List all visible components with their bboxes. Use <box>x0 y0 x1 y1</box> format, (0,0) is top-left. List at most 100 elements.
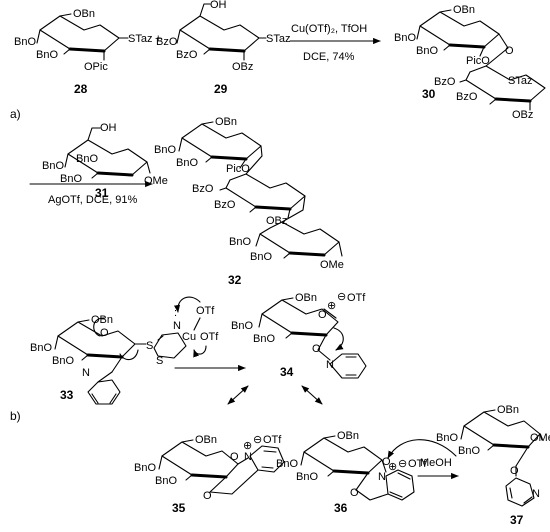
resonance-arrow <box>227 385 249 405</box>
bno-label: BnO <box>60 173 82 185</box>
ring-o-label: O <box>203 490 212 502</box>
compound-number-35: 35 <box>172 501 186 515</box>
oxocarbenium-o-label: O <box>318 309 327 321</box>
obz-label: OBz <box>232 61 253 73</box>
compound-number-37: 37 <box>510 513 524 527</box>
bno-label: BnO <box>36 49 58 61</box>
compound-34: OBn ⊖ OTf BnO BnO O ⊕ O N <box>231 291 367 379</box>
compound-36: OBn BnO BnO O N ⊕ ⊖ OTf O <box>276 430 457 501</box>
bzo-label: BzO <box>434 76 456 88</box>
pico-label: PicO <box>226 163 250 175</box>
bzo-label: BzO <box>156 36 178 48</box>
bno-label: BnO <box>155 475 177 487</box>
bno-label: BnO <box>30 342 52 354</box>
otf-label: OTf <box>347 292 366 304</box>
ring-o-label: O <box>510 465 519 477</box>
bno-label: BnO <box>154 144 176 156</box>
bno-label: BnO <box>42 160 64 172</box>
bno-label: BnO <box>253 333 275 345</box>
obn-label: OBn <box>453 4 475 16</box>
minus-charge: ⊖ <box>253 434 262 446</box>
ring-o-label: O <box>350 487 359 499</box>
pyridine-n-label: N <box>532 488 540 500</box>
ring-o-label: O <box>230 451 239 463</box>
bno-label: BnO <box>394 32 416 44</box>
compound-number-31: 31 <box>95 186 109 200</box>
otf-label: OTf <box>263 434 282 446</box>
ring-o-label: O <box>382 456 391 468</box>
obz-label: OBz <box>512 109 533 121</box>
oh-label: OH <box>100 122 117 134</box>
bno-label: BnO <box>229 236 251 248</box>
bno-label: BnO <box>76 153 98 165</box>
otf-label: OTf <box>200 331 219 343</box>
lone-pair: : <box>174 307 177 319</box>
compound-35: OBn ⊖ OTf BnO BnO O N ⊕ O <box>134 434 285 502</box>
resonance-arrow <box>301 385 323 405</box>
pyridine-n-label: N <box>82 367 90 379</box>
compound-number-36: 36 <box>334 501 348 515</box>
bno-label: BnO <box>436 432 458 444</box>
bno-label: BnO <box>276 458 298 470</box>
compound-31: OH BnO BnO BnO OMe <box>42 122 168 187</box>
obn-label: OBn <box>195 434 217 446</box>
pyridine-n-label: N <box>326 359 334 371</box>
oh-label: OH <box>210 0 227 11</box>
minus-charge: ⊖ <box>337 291 346 303</box>
compound-30: OBn BnO BnO PicO O BzO BzO OBz STaz <box>394 4 546 121</box>
pyridinium-n-label: N <box>244 451 252 463</box>
condition-label: AgOTf, DCE, 91% <box>48 194 137 206</box>
bzo-label: BzO <box>192 183 214 195</box>
thia-n-label: N <box>173 320 181 332</box>
minus-charge: ⊖ <box>398 458 407 470</box>
bzo-label: BzO <box>214 199 236 211</box>
obn-label: OBn <box>73 8 95 20</box>
copper-triflate: OTf Cu OTf <box>173 296 219 358</box>
bno-label: BnO <box>52 355 74 367</box>
obn-label: OBn <box>337 430 359 442</box>
plus-charge: ⊕ <box>388 461 397 473</box>
compound-29: OH BzO BzO OBz STaz <box>156 0 290 73</box>
pyridinium-n-label: N <box>378 471 386 483</box>
bno-label: BnO <box>416 45 438 57</box>
obn-label: OBn <box>91 314 113 326</box>
compound-number-34: 34 <box>280 365 294 379</box>
bzo-label: BzO <box>456 91 478 103</box>
bno-label: BnO <box>458 445 480 457</box>
cu-label: Cu <box>182 331 196 343</box>
compound-32: OBn BnO BnO PicO BzO BzO OBz BnO BnO OMe <box>154 116 344 271</box>
compound-number-30: 30 <box>422 87 436 101</box>
ome-label: OMe <box>144 175 168 187</box>
compound-33: OBn BnO BnO O S S N : N <box>30 307 187 405</box>
bzo-label: BzO <box>176 49 198 61</box>
bno-label: BnO <box>176 157 198 169</box>
thio-s-label: S <box>146 340 153 352</box>
ome-label: OMe <box>320 259 344 271</box>
ring-o-label: O <box>312 343 321 355</box>
staz-label: STaz <box>508 75 532 87</box>
compound-28: OBn BnO BnO OPic STaz + <box>14 8 161 73</box>
compound-number-32: 32 <box>228 273 242 287</box>
obz-label: OBz <box>266 215 287 227</box>
compound-37: OBn BnO BnO OMe O N <box>436 404 550 507</box>
compound-number-28: 28 <box>74 82 88 96</box>
plus-sign: + <box>155 33 161 45</box>
ring-o-label: O <box>100 327 109 339</box>
bno-label: BnO <box>296 471 318 483</box>
reagent-label: MeOH <box>420 457 452 469</box>
obn-label: OBn <box>295 292 317 304</box>
reagent-label: Cu(OTf)₂, TfOH <box>291 23 367 35</box>
thio-s-label: S <box>156 355 163 367</box>
condition-label: DCE, 74% <box>303 51 355 63</box>
compound-number-29: 29 <box>214 82 228 96</box>
section-label-b: b) <box>10 409 21 423</box>
otf-label: OTf <box>408 458 427 470</box>
plus-charge: ⊕ <box>243 440 252 452</box>
ome-label: OMe <box>530 432 550 444</box>
opic-label: OPic <box>84 61 108 73</box>
bno-label: BnO <box>14 36 36 48</box>
plus-charge: ⊕ <box>327 300 336 312</box>
staz-label: STaz <box>128 33 152 45</box>
bno-label: BnO <box>250 251 272 263</box>
